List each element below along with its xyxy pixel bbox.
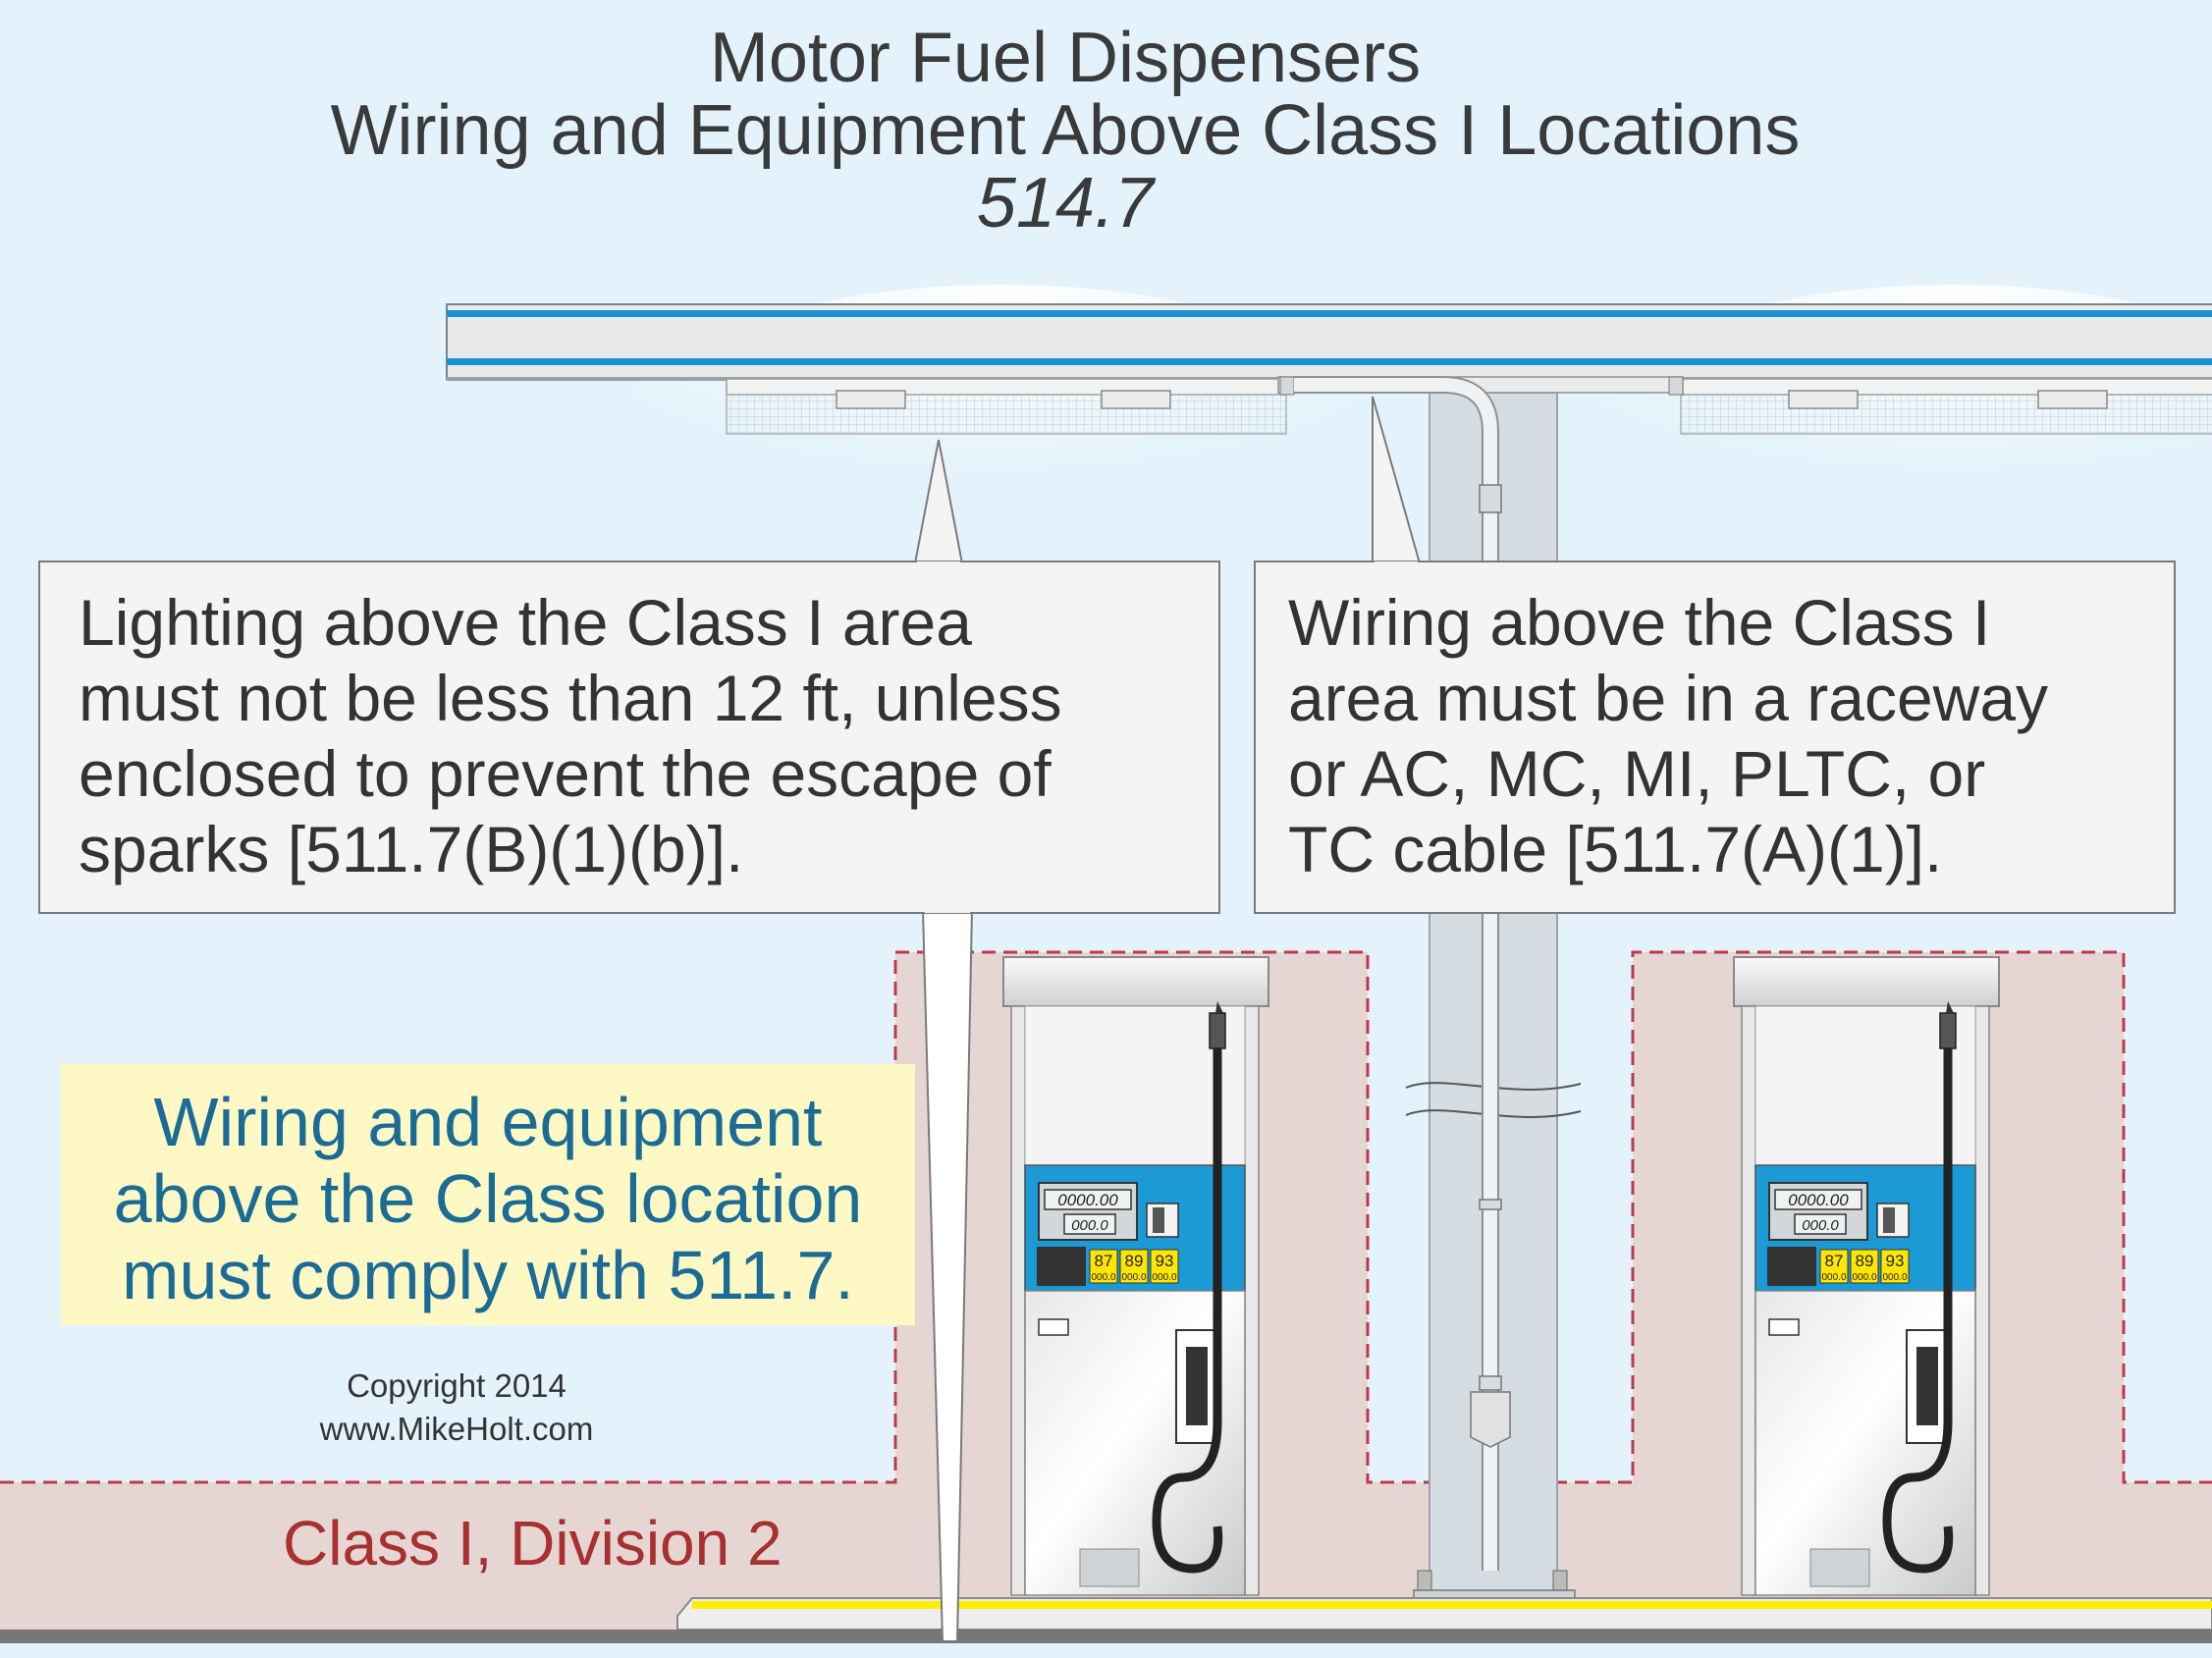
dispenser1-grade-93: 93 (1156, 1252, 1174, 1270)
fuel-dispenser-2 (1733, 956, 2000, 1596)
callout-lighting-pointer-down (922, 908, 973, 1642)
callout-lighting-box (38, 561, 1220, 914)
copyright-notice: Copyright 2014 www.MikeHolt.com (295, 1364, 619, 1451)
callout-wiring-line-4: TC cable [511.7(A)(1)]. (1288, 813, 1943, 885)
dispenser1-grade-price: 000.0 (1121, 1272, 1146, 1283)
compliance-note-text: Wiring and equipment above the Class loc… (61, 1084, 915, 1313)
callout-lighting-line-3: enclosed to prevent the escape of (79, 737, 1052, 810)
dispenser-island (676, 1597, 2212, 1631)
note-line-2: above the Class location (113, 1160, 863, 1237)
ground-line (0, 1630, 2212, 1643)
dispenser1-grade-89: 89 (1125, 1252, 1144, 1270)
callout-wiring-text: Wiring above the Class I area must be in… (1288, 585, 2048, 887)
fuel-dispenser-1 (1002, 956, 1269, 1596)
callout-lighting-line-2: must not be less than 12 ft, unless (79, 662, 1062, 734)
dispenser2-total-display: 0000.00 (1788, 1191, 1849, 1209)
callout-wiring-line-3: or AC, MC, MI, PLTC, or (1288, 737, 1986, 810)
dispenser2-grade-price: 000.0 (1852, 1272, 1876, 1283)
dispenser2-grade-87: 87 (1825, 1252, 1844, 1270)
area-classification-label: Class I, Division 2 (283, 1508, 782, 1578)
callout-wiring-pointer (1372, 396, 1421, 564)
note-line-1: Wiring and equipment (153, 1084, 823, 1160)
website-line: www.MikeHolt.com (319, 1411, 594, 1447)
callout-wiring-box (1254, 561, 2176, 914)
callout-lighting-line-1: Lighting above the Class I area (79, 586, 972, 659)
dispenser1-grade-price: 000.0 (1091, 1272, 1115, 1283)
compliance-note: Wiring and equipment above the Class loc… (61, 1064, 915, 1325)
lighting-fixture-left (726, 378, 1287, 435)
callout-lighting-line-4: sparks [511.7(B)(1)(b)]. (79, 813, 744, 885)
title-line-2: Wiring and Equipment Above Class I Locat… (330, 91, 1801, 170)
callout-wiring-line-2: area must be in a raceway (1288, 662, 2049, 734)
callout-lighting-pointer-up (914, 439, 963, 564)
title-code-section: 514.7 (976, 164, 1155, 242)
title-line-1: Motor Fuel Dispensers (709, 19, 1422, 97)
dispenser2-grade-89: 89 (1856, 1252, 1874, 1270)
copyright-line: Copyright 2014 (347, 1367, 566, 1404)
dispenser1-total-display: 0000.00 (1057, 1191, 1118, 1209)
dispenser1-volume-display: 000.0 (1071, 1217, 1108, 1234)
dispenser2-grade-price: 000.0 (1821, 1272, 1846, 1283)
dispenser2-grade-93: 93 (1886, 1252, 1905, 1270)
dispenser2-volume-display: 000.0 (1802, 1217, 1839, 1234)
dispenser1-grade-price: 000.0 (1152, 1272, 1176, 1283)
dispenser1-grade-87: 87 (1095, 1252, 1113, 1270)
page-title: Motor Fuel Dispensers Wiring and Equipme… (0, 22, 2131, 240)
dispenser2-grade-price: 000.0 (1882, 1272, 1907, 1283)
lighting-fixture-right (1680, 378, 2212, 435)
canopy-stripe-bottom (447, 358, 2212, 365)
callout-wiring-line-1: Wiring above the Class I (1288, 586, 1991, 659)
canopy-stripe-top (447, 310, 2212, 317)
callout-lighting-text: Lighting above the Class I area must not… (79, 585, 1062, 887)
note-line-3: must comply with 511.7. (122, 1237, 854, 1313)
